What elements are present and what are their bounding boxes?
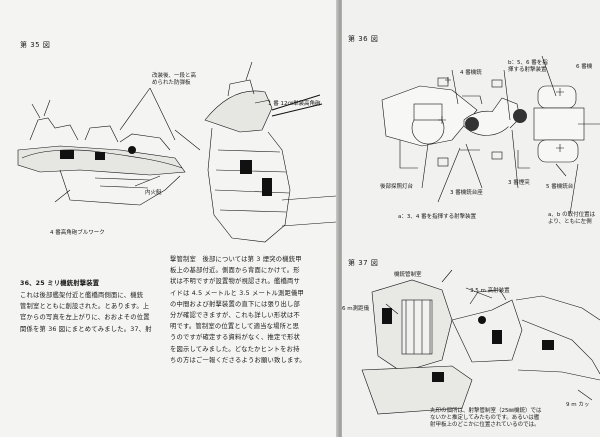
- fig36-label-gun5-platform: 5 番機銃台: [546, 184, 574, 190]
- fig37-caption: 丸印の個所は、射撃管制室（25㎜機銃）では ないかと推定してみたものです。あるい…: [430, 408, 542, 428]
- fig37-label-cutter: 9 m カッ: [566, 402, 590, 408]
- left-page: 第 35 図: [0, 0, 338, 437]
- right-page: 第 36 図: [342, 0, 600, 437]
- figure-36-drawing: [381, 55, 600, 215]
- fig36-note-b: a、b の取付位置は より、ともに左側: [548, 212, 596, 225]
- callout-inner-ship: 内火艇: [145, 190, 162, 196]
- fig37-label-rangefinder: 3.5 m 高射装置: [470, 288, 510, 294]
- fig36-label-funnel3: 3 番煙突: [508, 180, 530, 186]
- body-column-right: 撃管制室 後部については第 3 煙突の機銃甲 板上の基部付近。側面から背面にかけ…: [170, 256, 306, 364]
- callout-guard-rail: 改装後、一段と高 められた防弾板: [152, 73, 197, 86]
- figure-35-drawing: [17, 61, 337, 243]
- fig36-label-fire-control-5-6: b：5、6 番を指 揮する射撃装置: [508, 60, 548, 73]
- figure-36-number: 第 36 図: [348, 35, 379, 43]
- fig36-note-a: a：3、4 番を指揮する射撃装置: [398, 214, 477, 220]
- figure-37-number: 第 37 図: [348, 259, 379, 267]
- figure-37-drawing: [361, 269, 600, 415]
- book-gutter: [336, 0, 344, 437]
- fig37-label-rangefinder-6m: 6 m測距儀: [342, 306, 370, 312]
- callout-bulwark: 4 番高角砲ブルワーク: [50, 230, 105, 236]
- fig36-label-gun3-platform: 3 番機銃台座: [450, 190, 483, 196]
- figure-35-number: 第 35 図: [20, 41, 51, 49]
- fig37-label-control-room: 機銃管制室: [394, 272, 422, 278]
- callout-aa-gun: 1 番 12㎝単装高角砲: [268, 101, 321, 107]
- body-column-left: これは後部艦架付近と艦橋両側面に、機銃 管制室とともに創設された。とあります。上…: [20, 292, 152, 333]
- fig36-label-gun4: 4 番機銃: [460, 70, 482, 76]
- section-heading: 36、25 ミリ機銃射撃装置: [20, 280, 100, 287]
- fig36-label-searchlight: 後部探照灯台: [380, 184, 414, 190]
- fig36-label-gun6: 6 番機: [576, 64, 593, 70]
